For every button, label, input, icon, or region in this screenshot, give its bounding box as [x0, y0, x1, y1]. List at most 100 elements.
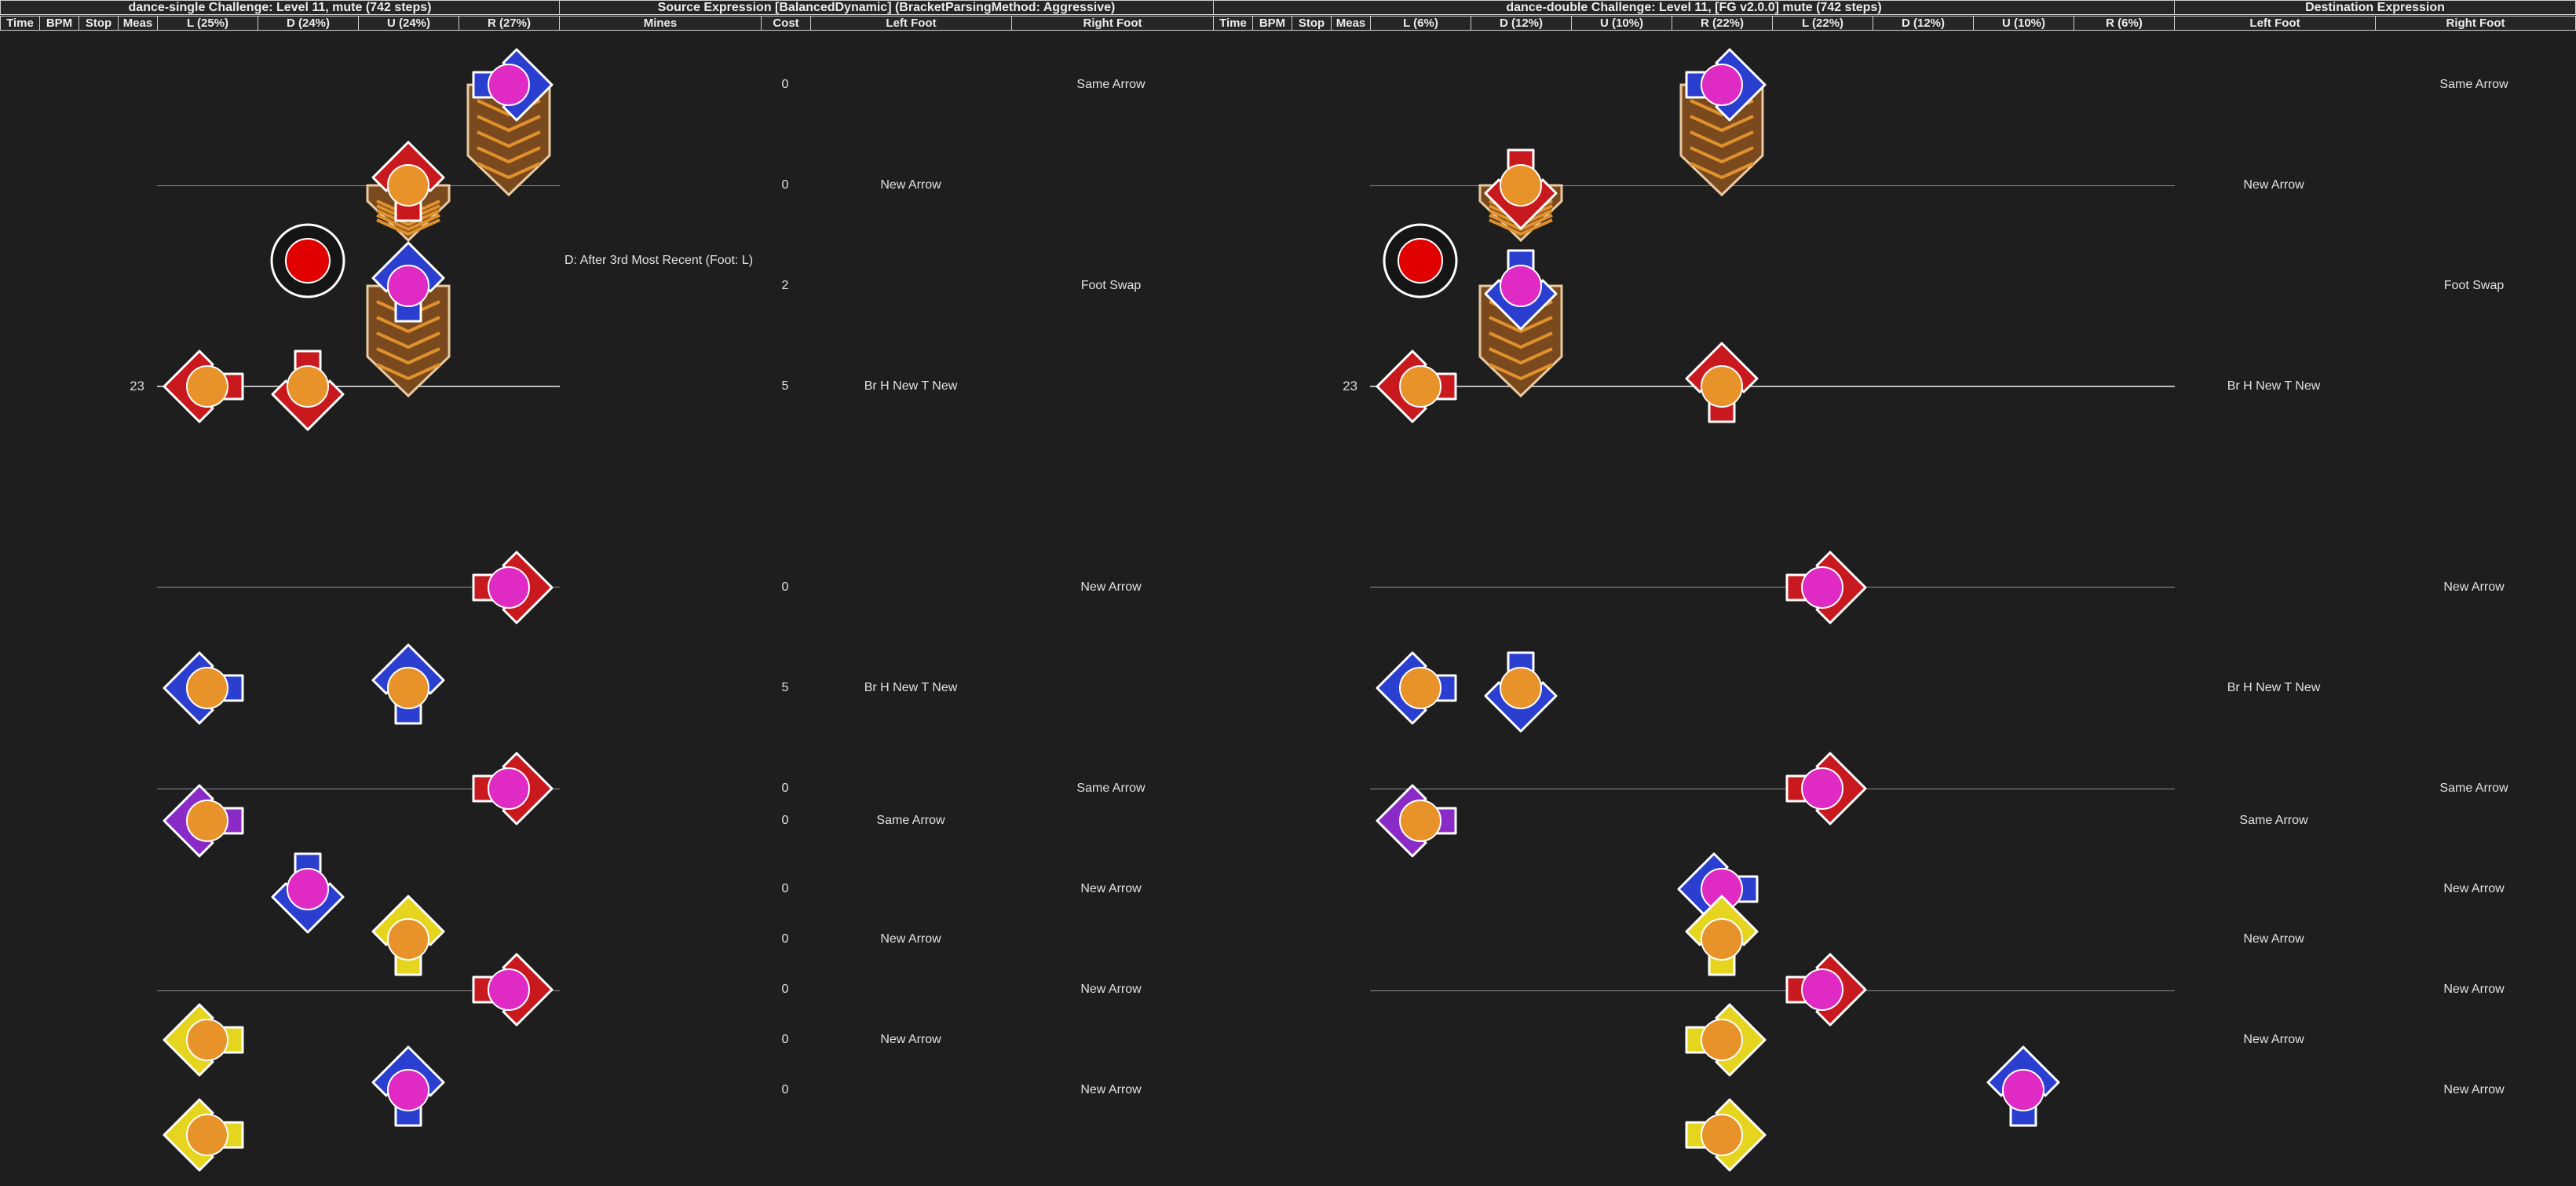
cost-value: 0: [781, 178, 789, 192]
arrow-note-left: [163, 784, 244, 858]
cost-value: 0: [781, 78, 789, 91]
col-lane-p2-d: D (12%): [1873, 16, 1974, 31]
right-foot-text: New Arrow: [1080, 882, 1142, 895]
cost-value: 5: [781, 379, 789, 393]
col-meas: Meas: [118, 16, 158, 31]
header-row-titles: dance-single Challenge: Level 11, mute (…: [0, 0, 2576, 16]
left-foot-text: New Arrow: [880, 1033, 941, 1046]
measure-line: [1370, 386, 2175, 387]
hold-body: [1679, 83, 1764, 197]
col-bpm: BPM: [39, 16, 79, 31]
arrow-note-left: [1677, 852, 1759, 926]
left-foot-text: New Arrow: [880, 932, 941, 946]
col-stop: Stop: [79, 16, 119, 31]
dest-left-foot-text: New Arrow: [2243, 1033, 2304, 1046]
beat-line: [157, 990, 560, 991]
beat-line: [1370, 990, 2175, 991]
arrow-note-right: [1685, 48, 1767, 122]
right-foot-text: New Arrow: [1080, 1083, 1142, 1096]
cost-value: 0: [781, 983, 789, 996]
mine-icon: [1383, 223, 1458, 298]
cost-value: 0: [781, 882, 789, 895]
cost-value: 0: [781, 814, 789, 827]
cost-value: 5: [781, 681, 789, 694]
header-row-columns: Time BPM Stop Meas L (25%) D (24%) U (24…: [0, 16, 2576, 31]
col-lane-r: R (27%): [459, 16, 560, 31]
dest-right-foot-text: New Arrow: [2443, 1083, 2505, 1096]
cost-value: 0: [781, 580, 789, 594]
arrow-note-left: [163, 350, 244, 423]
col-time-double: Time: [1213, 16, 1253, 31]
mine-note: D: After 3rd Most Recent (Foot: L): [565, 254, 754, 267]
col-lane-l: L (25%): [157, 16, 258, 31]
source-expression-title: Source Expression [BalancedDynamic] (Bra…: [559, 0, 1214, 15]
arrow-note-down: [1484, 148, 1558, 230]
dest-right-foot-text: Same Arrow: [2439, 782, 2508, 795]
measure-number-double: 23: [1343, 379, 1357, 394]
measure-number: 23: [130, 379, 144, 394]
left-foot-text: Same Arrow: [876, 814, 945, 827]
arrow-note-up: [371, 241, 445, 323]
dest-right-foot-text: New Arrow: [2443, 882, 2505, 895]
arrow-note-up: [371, 141, 445, 222]
col-time: Time: [0, 16, 40, 31]
right-foot-text: Foot Swap: [1080, 279, 1142, 292]
col-right-foot: Right Foot: [1011, 16, 1214, 31]
cost-value: 2: [781, 279, 789, 292]
col-lane-d: D (24%): [258, 16, 359, 31]
beat-line: [157, 185, 560, 186]
arrow-note-left: [163, 1098, 244, 1172]
col-lane-p1-r: R (22%): [1672, 16, 1773, 31]
dest-right-foot-text: Same Arrow: [2439, 78, 2508, 91]
left-foot-text: New Arrow: [880, 178, 941, 192]
beat-line: [1370, 587, 2175, 588]
arrow-note-right: [1785, 752, 1867, 825]
right-foot-text: New Arrow: [1080, 580, 1142, 594]
right-foot-text: Same Arrow: [1076, 78, 1145, 91]
cost-value: 0: [781, 932, 789, 946]
left-chart-title: dance-single Challenge: Level 11, mute (…: [0, 0, 560, 15]
arrow-note-left: [1376, 651, 1457, 725]
destination-expression-title: Destination Expression: [2174, 0, 2576, 15]
arrow-note-down: [271, 852, 345, 934]
cost-value: 0: [781, 1083, 789, 1096]
arrow-note-right: [472, 48, 554, 122]
left-foot-text: Br H New T New: [864, 379, 958, 393]
left-foot-text: Br H New T New: [864, 681, 958, 694]
dest-left-foot-text: Br H New T New: [2227, 379, 2321, 393]
arrow-note-up: [371, 1045, 445, 1127]
arrow-note-left: [163, 1003, 244, 1077]
arrow-note-down: [1484, 249, 1558, 331]
arrow-note-up: [371, 895, 445, 976]
hold-body: [466, 83, 551, 197]
col-dest-right-foot: Right Foot: [2375, 16, 2576, 31]
col-lane-p2-l: L (22%): [1772, 16, 1873, 31]
measure-line: [157, 386, 560, 387]
cost-value: 0: [781, 1033, 789, 1046]
right-chart-title: dance-double Challenge: Level 11, [FG v2…: [1213, 0, 2175, 15]
col-mines: Mines: [559, 16, 762, 31]
arrow-note-left: [1376, 350, 1457, 423]
arrow-note-down: [1484, 651, 1558, 733]
col-dest-left-foot: Left Foot: [2174, 16, 2376, 31]
arrow-note-left: [163, 651, 244, 725]
arrow-note-left: [1376, 784, 1457, 858]
col-lane-u: U (24%): [358, 16, 459, 31]
arrow-note-down: [271, 350, 345, 431]
col-left-foot: Left Foot: [810, 16, 1012, 31]
col-lane-p2-r: R (6%): [2074, 16, 2175, 31]
col-bpm-double: BPM: [1252, 16, 1292, 31]
arrow-note-right: [472, 953, 554, 1027]
dest-left-foot-text: New Arrow: [2243, 178, 2304, 192]
col-lane-p1-l: L (6%): [1370, 16, 1471, 31]
arrow-note-right: [472, 551, 554, 624]
beat-line: [157, 587, 560, 588]
arrow-note-up: [1986, 1045, 2060, 1127]
col-lane-p2-u: U (10%): [1973, 16, 2074, 31]
dest-right-foot-text: Foot Swap: [2443, 279, 2505, 292]
arrow-note-right: [1685, 1098, 1767, 1172]
cost-value: 0: [781, 782, 789, 795]
dest-left-foot-text: New Arrow: [2243, 932, 2304, 946]
beat-line: [1370, 185, 2175, 186]
col-cost: Cost: [761, 16, 811, 31]
